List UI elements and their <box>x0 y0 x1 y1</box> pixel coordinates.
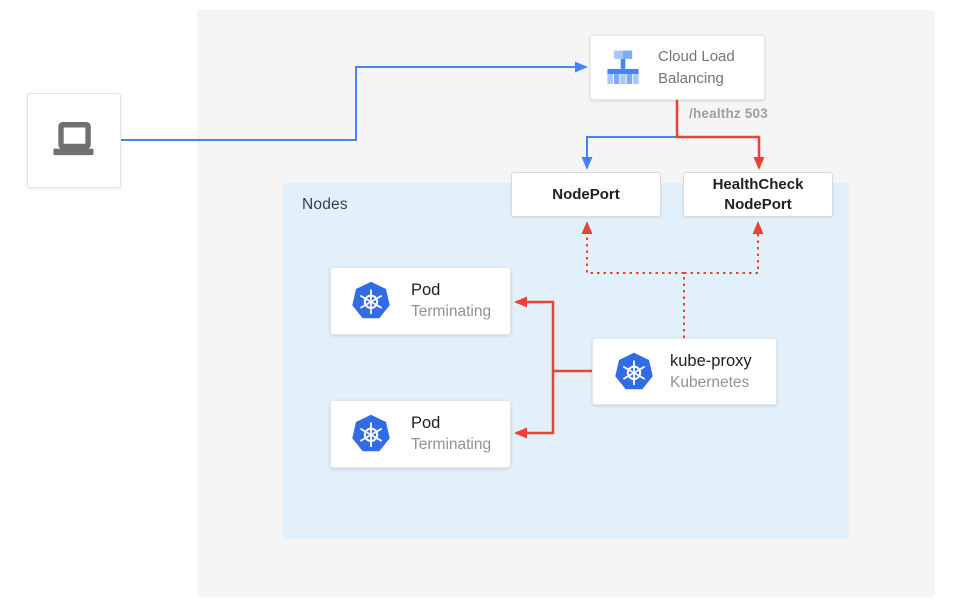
pod-bottom-text: Pod Terminating <box>411 414 491 454</box>
kubernetes-icon <box>614 352 654 392</box>
nodeport-card: NodePort <box>511 172 661 217</box>
pod-top-title: Pod <box>411 281 441 299</box>
healthz-edge-label: /healthz 503 <box>689 106 768 121</box>
load-balancer-icon <box>601 46 645 90</box>
nodeport-label: NodePort <box>552 185 620 203</box>
cloud-load-balancing-label: Cloud Load Balancing <box>658 47 735 87</box>
pod-bottom-title: Pod <box>411 414 441 432</box>
healthcheck-nodeport-card: HealthCheck NodePort <box>683 172 833 217</box>
pod-top-card: Pod Terminating <box>330 267 511 335</box>
pod-bottom-status: Terminating <box>411 436 492 453</box>
kube-proxy-title: kube-proxy <box>670 351 752 370</box>
kube-proxy-card: kube-proxy Kubernetes <box>592 338 777 405</box>
kubernetes-icon <box>351 281 391 321</box>
pod-bottom-card: Pod Terminating <box>330 400 511 468</box>
pod-top-status: Terminating <box>411 303 492 320</box>
kubernetes-icon <box>351 414 391 454</box>
kube-proxy-text: kube-proxy Kubernetes <box>670 352 752 392</box>
cloud-load-balancing-card: Cloud Load Balancing <box>590 35 765 100</box>
client-card <box>27 93 121 188</box>
laptop-icon <box>45 115 103 167</box>
healthcheck-nodeport-label: HealthCheck NodePort <box>712 176 804 213</box>
pod-top-text: Pod Terminating <box>411 281 491 321</box>
nodes-container-label: Nodes <box>302 196 348 213</box>
kube-proxy-subtitle: Kubernetes <box>670 373 750 391</box>
